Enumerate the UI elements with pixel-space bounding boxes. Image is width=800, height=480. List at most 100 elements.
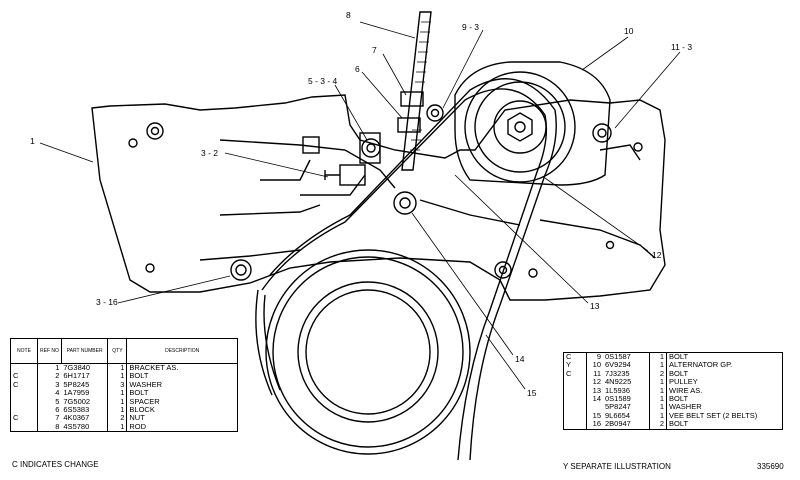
ref-cell: 8 [55,421,60,431]
qty-cell: 1 [649,377,667,387]
desc-cell: VEE BELT SET (2 BELTS) [669,410,758,420]
qty-cell: 1 [107,371,128,381]
callout-6: 6 [355,64,360,74]
crank-pulley [265,249,471,455]
qty-cell: 2 [107,414,128,423]
ref-cell: 11 [593,368,601,378]
bracket-plate [91,94,666,301]
part-cell: 4K0367 [61,414,109,423]
note-cell [563,378,587,387]
qty-cell: 1 [649,394,667,404]
part-cell: 6H1717 [61,371,109,381]
callout-8: 8 [346,10,351,20]
desc-cell: BLOCK [129,405,155,415]
alternator-pulley [464,71,576,183]
note-cell [10,422,38,432]
qty-cell: 1 [107,388,128,398]
header-description: DESCRIPTION [126,338,238,364]
vee-belt [269,78,557,461]
part-cell: 7J3235 [603,369,650,379]
qty-cell: 1 [107,422,128,432]
note-cell [563,395,587,404]
change-legend: C INDICATES CHANGE [12,460,99,469]
callout-5-3-4: 5 - 3 - 4 [308,76,338,86]
part-cell: 1L5936 [603,386,650,396]
ref-cell: 13 [592,385,601,395]
part-cell: 4N9225 [603,377,650,387]
ref-cell: 4 [55,388,60,398]
separate-illustration-legend: Y SEPARATE ILLUSTRATION [563,462,671,471]
note-cell [563,386,587,396]
desc-cell: ROD [129,421,147,431]
note-cell [10,397,38,407]
desc-cell: WIRE AS. [669,385,703,395]
qty-cell: 1 [649,360,667,370]
qty-cell: 1 [107,397,128,407]
ref-cell: 15 [592,410,601,420]
alternator [454,61,611,186]
qty-cell: 1 [649,386,667,396]
desc-cell: PULLEY [669,377,698,387]
bolt-hole [146,122,164,140]
part-cell: 6S5383 [61,405,109,415]
callout-3-2: 3 - 2 [201,148,219,158]
callout-7: 7 [372,45,377,55]
callout-12: 12 [652,250,662,260]
note-cell [563,403,587,412]
part-cell: 7G3840 [61,363,109,373]
part-cell: 0S1589 [603,394,650,404]
note-cell: C [563,369,587,379]
callout-11-3: 11 - 3 [671,42,693,52]
note-cell [563,420,587,430]
note-cell: Y [563,360,587,370]
desc-cell: SPACER [129,396,160,406]
callout-9-3: 9 - 3 [462,22,480,32]
part-cell: 6V9294 [603,360,650,370]
part-cell: 9L6654 [603,411,650,421]
desc-cell: BOLT [669,394,689,404]
note-cell [10,389,38,398]
parts-table-left: NOTE REF NO PART NUMBER QTY DESCRIPTION … [10,338,238,433]
drawing-number: 335690 [757,462,784,471]
header-part-number: PART NUMBER [61,338,109,364]
qty-cell: 2 [649,420,667,430]
callout-14: 14 [515,354,525,364]
desc-cell: ALTERNATOR GP. [669,360,733,370]
ref-cell: 9 [596,352,601,361]
note-cell: C [563,352,587,362]
ref-cell: 6 [55,405,60,415]
callout-3-16: 3 - 16 [96,297,118,307]
part-cell: 2B0947 [603,420,650,430]
desc-cell: NUT [129,413,145,423]
ref-cell: 10 [592,360,601,370]
ref-cell: 7 [55,413,60,423]
ref-cell: 3 [55,379,60,389]
note-cell [563,411,587,421]
part-cell: 5P8245 [61,380,109,390]
part-cell: 7G5002 [61,397,109,407]
note-cell: C [10,380,38,390]
desc-cell: BOLT [129,371,149,381]
qty-cell: 1 [649,411,667,421]
part-cell: 1A7959 [61,388,109,398]
note-cell [10,363,38,373]
desc-cell: WASHER [669,402,702,412]
ref-cell: 5 [55,396,60,406]
note-cell: C [10,371,38,381]
ref-cell: 1 [55,363,60,372]
